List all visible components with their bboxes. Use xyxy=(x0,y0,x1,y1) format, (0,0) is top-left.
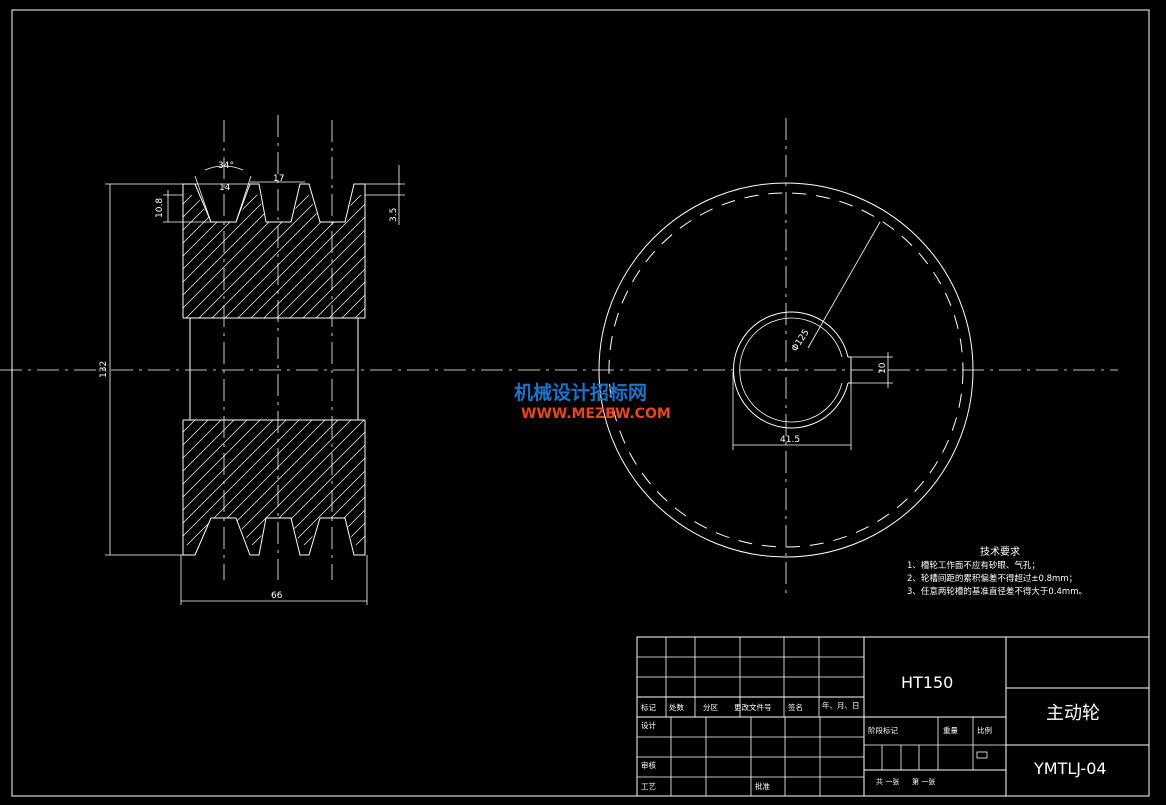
end-view: Φ125 10 41.5 xyxy=(598,118,974,598)
bore-left xyxy=(183,317,191,421)
dim-bore-diameter: Φ125 xyxy=(790,328,812,354)
hdr-change-doc: 更改文件号 xyxy=(734,702,772,712)
part-name: 主动轮 xyxy=(1046,703,1100,724)
role-approve: 批准 xyxy=(755,781,770,791)
sheet-number: 第 一张 xyxy=(912,777,935,786)
drawing-number: YMTLJ-04 xyxy=(1033,759,1107,778)
bore-outline xyxy=(732,311,849,429)
material: HT150 xyxy=(901,673,953,692)
tech-req-title: 技术要求 xyxy=(980,545,1020,558)
bore-right xyxy=(357,317,365,421)
stage-mark: 阶段标记 xyxy=(868,725,898,735)
hatch-top xyxy=(183,195,365,318)
role-design: 设计 xyxy=(641,720,656,730)
hdr-count: 处数 xyxy=(669,702,684,712)
tech-req-item-2: 2、轮槽间距的累积偏差不得超过±0.8mm； xyxy=(907,573,1077,584)
sheets-total: 共 一张 xyxy=(876,777,899,786)
tech-req-item-3: 3、任意两轮槽的基准直径差不得大于0.4mm。 xyxy=(907,586,1087,597)
section-view: 34° 14 17 10.8 3.5 132 66 xyxy=(99,115,405,605)
watermark-name: 机械设计招标网 xyxy=(514,381,647,404)
tech-req-item-1: 1、槽轮工作面不应有砂眼、气孔； xyxy=(907,560,1040,571)
hdr-sign: 签名 xyxy=(788,702,803,712)
role-review: 审核 xyxy=(641,760,656,770)
title-block: HT150 主动轮 YMTLJ-04 标记 处数 分区 更改文件号 签名 年、月… xyxy=(636,636,1150,797)
hatch-bottom xyxy=(183,420,365,545)
watermark-url: WWW.MEZBW.COM xyxy=(521,406,671,422)
role-process: 工艺 xyxy=(641,782,656,791)
dim-groove-width: 14 xyxy=(219,183,231,193)
dim-angle: 34° xyxy=(218,161,234,171)
diameter-leader xyxy=(807,221,881,349)
dim-keyway-depth: 41.5 xyxy=(780,435,800,445)
angle-line-left xyxy=(194,175,212,223)
hdr-date: 年、月、日 xyxy=(822,700,860,710)
dim-outer-diameter: 132 xyxy=(99,361,109,378)
hdr-mark: 标记 xyxy=(641,702,656,712)
dim-groove-depth: 10.8 xyxy=(155,198,165,218)
bore-inner-outline xyxy=(739,317,843,423)
drawing-border xyxy=(11,9,1150,797)
dim-width: 66 xyxy=(271,591,283,601)
tech-requirements: 技术要求 1、槽轮工作面不应有砂眼、气孔； 2、轮槽间距的累积偏差不得超过±0.… xyxy=(907,545,1087,597)
angle-line-right xyxy=(235,175,252,223)
dim-pitch: 17 xyxy=(273,174,284,184)
keyway xyxy=(848,356,852,384)
scale-label: 比例 xyxy=(977,725,992,735)
dim-keyway-width: 10 xyxy=(878,362,888,374)
profile-bottom xyxy=(182,420,366,556)
weight-label: 重量 xyxy=(943,726,958,735)
dim-top-offset: 3.5 xyxy=(389,208,399,222)
hdr-zone: 分区 xyxy=(703,703,718,712)
angle-arc xyxy=(204,165,244,171)
profile-top xyxy=(182,183,366,318)
